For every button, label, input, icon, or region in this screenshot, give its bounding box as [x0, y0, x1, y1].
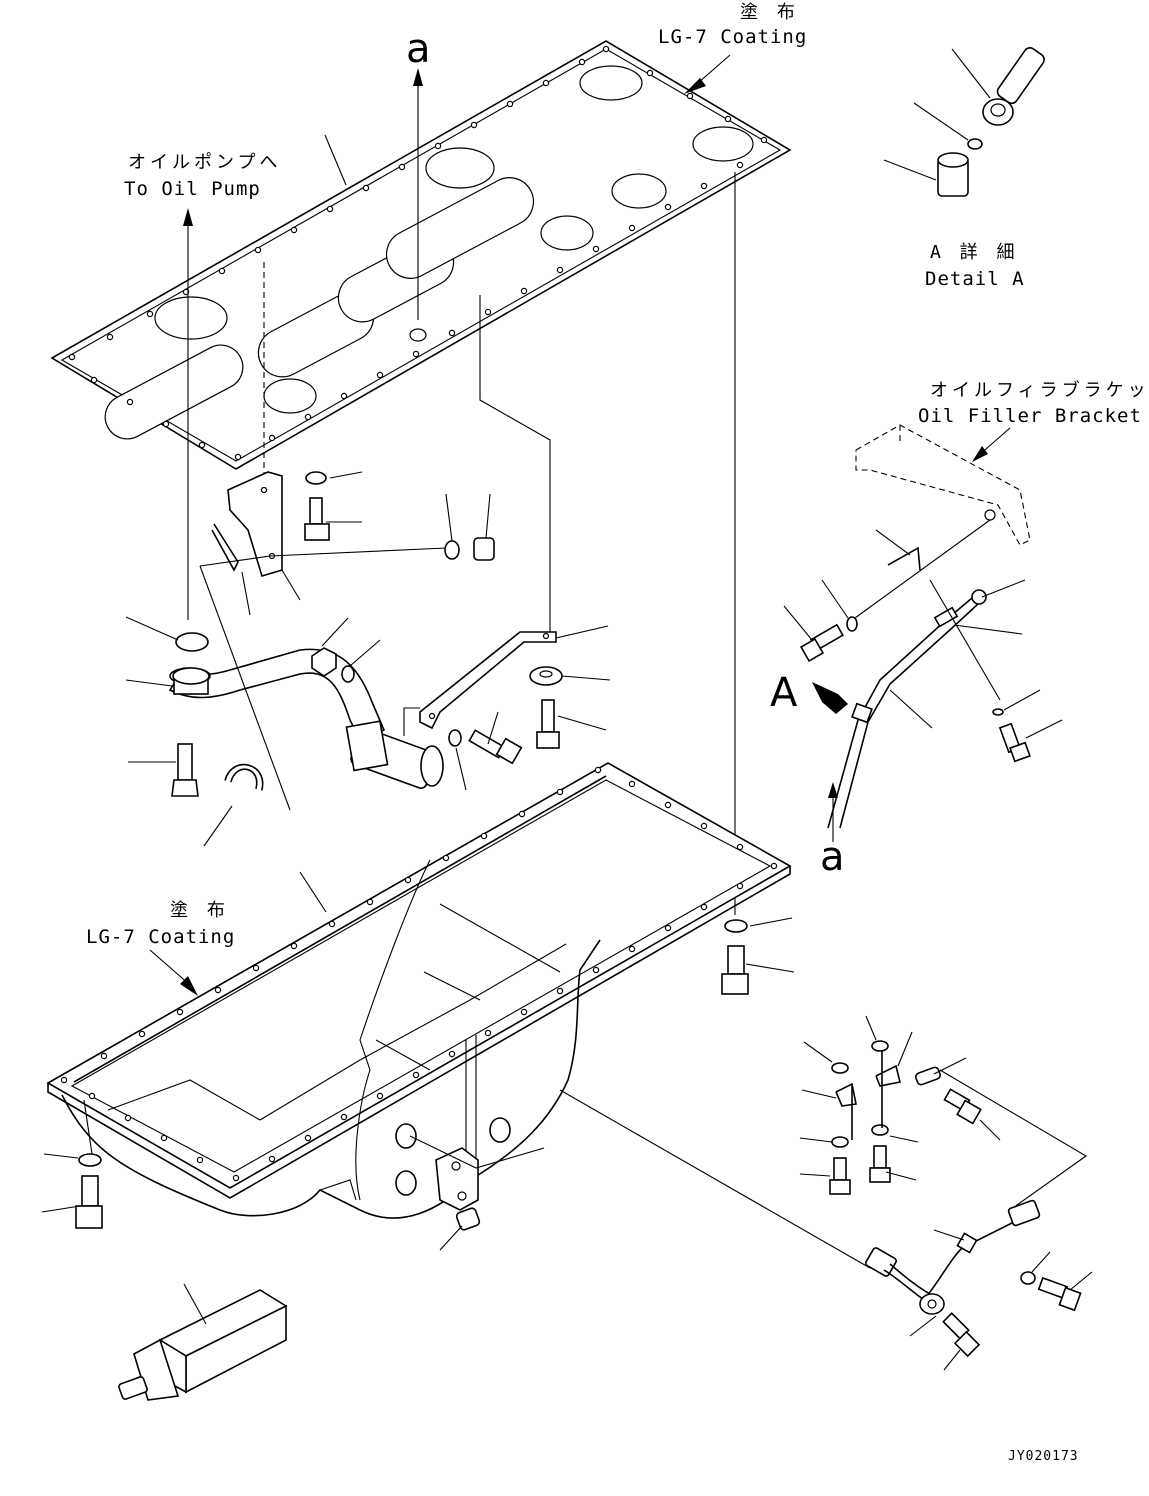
- oil-pump-arrow: [183, 208, 193, 226]
- oil-filler-bracket: [855, 424, 1031, 546]
- oil-level-sensor: [559, 1089, 1093, 1371]
- coating-top-jp: 塗 布: [740, 1, 799, 23]
- view-a-label: A: [770, 670, 798, 716]
- oil-pan-gasket: [50, 40, 792, 470]
- filler-bolt-lower: [992, 689, 1063, 763]
- drawing-code: JY020173: [1008, 1449, 1079, 1464]
- filler-bracket-en: Oil Filler Bracket: [918, 405, 1142, 427]
- coating-pan-arrow: [180, 976, 198, 996]
- detail-a-en: Detail A: [925, 268, 1025, 290]
- bracket-leader: [199, 547, 447, 567]
- pipe-nut-washer: [311, 617, 381, 683]
- support-hardware: [448, 666, 611, 791]
- pan-bolt-right: [721, 917, 795, 995]
- ref-a-bottom-arrow: [828, 782, 838, 798]
- coating-top-arrow: [684, 78, 706, 94]
- pan-leader: [299, 871, 327, 913]
- gasket-bolt-holes: [68, 45, 768, 461]
- pipe-clamp: [203, 763, 264, 847]
- filler-bolt: [783, 579, 858, 663]
- clamp-guide: [199, 565, 291, 811]
- pan-bolt-holes: [60, 766, 778, 1182]
- coating-top-en: LG-7 Coating: [658, 26, 807, 48]
- drain-plug: [439, 1207, 481, 1251]
- detail-a-jp: A 詳 細: [930, 242, 1019, 263]
- dipstick-clip: [887, 546, 921, 571]
- ref-a-top: a: [406, 26, 431, 72]
- support-bracket: [403, 625, 609, 736]
- coating-pan-leader: [149, 949, 191, 986]
- view-a-arrow: [812, 682, 848, 714]
- coating-pan-jp: 塗 布: [170, 899, 229, 921]
- dipstick-guide: [827, 589, 987, 829]
- oil-suction-pipe: [168, 648, 444, 789]
- bracket-nut-washer: [444, 493, 495, 561]
- ref-a-bottom: a: [820, 834, 845, 880]
- oil-pump-jp: オイルポンプへ: [128, 152, 281, 173]
- o-ring: [175, 632, 209, 652]
- gasket-leader: [324, 134, 347, 186]
- oil-pan: [46, 762, 792, 1219]
- coating-pan-en: LG-7 Coating: [86, 926, 235, 948]
- ref-a-arrow: [413, 68, 423, 86]
- detail-a: [883, 47, 1045, 197]
- bracket-washer-bolt: [304, 471, 363, 541]
- filler-bracket-jp: オイルフィラブラケット: [930, 379, 1149, 401]
- oil-pump-en: To Oil Pump: [124, 178, 261, 200]
- pan-bolt-left: [41, 1153, 103, 1229]
- bracket-guide: [479, 295, 551, 640]
- fitting-guide: [409, 1135, 545, 1169]
- sensor-bracket-group: [799, 1015, 1088, 1211]
- pipe-bolt: [128, 743, 199, 797]
- filler-bracket-arrow: [972, 446, 988, 462]
- dipstick-tube-end: [118, 1283, 288, 1401]
- pipe-bracket: [211, 471, 301, 616]
